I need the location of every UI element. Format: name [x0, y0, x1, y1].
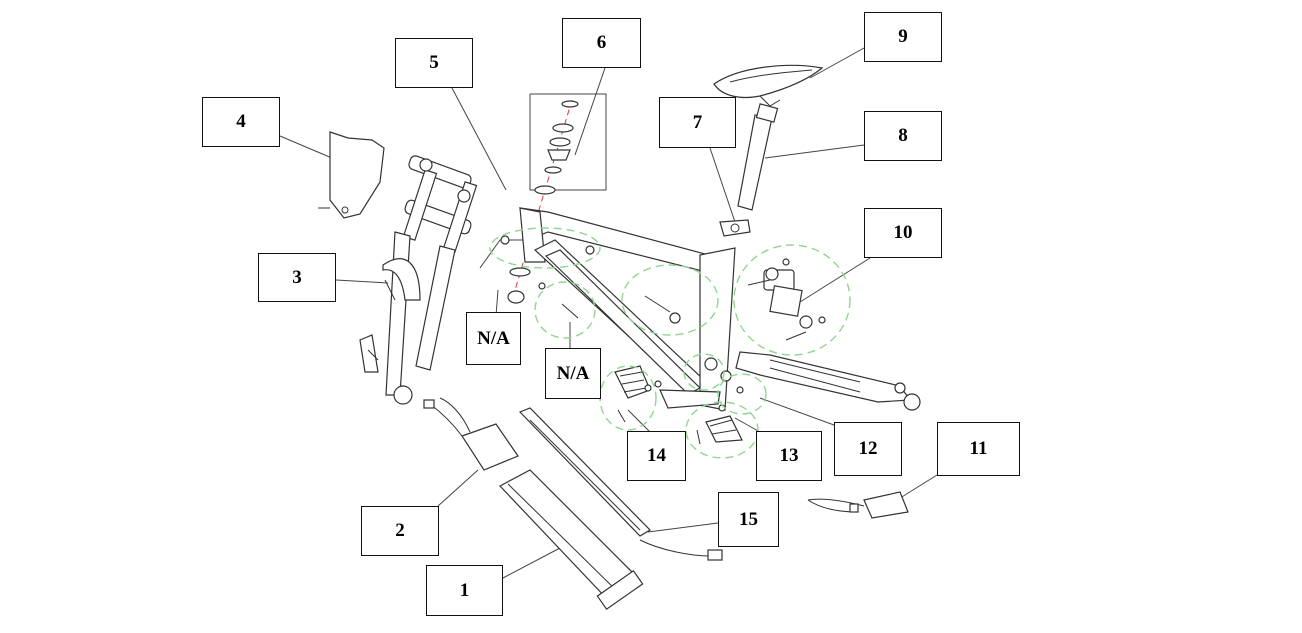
number-plate-part — [318, 131, 385, 219]
callout-label-4[interactable]: 4 — [202, 97, 280, 147]
front-fork-part — [359, 155, 478, 405]
rear-shock-part — [747, 258, 826, 341]
left-pedal-part — [614, 365, 652, 423]
battery-part — [499, 469, 644, 611]
callout-label-na-2[interactable]: N/A — [545, 348, 601, 399]
callout-label-3[interactable]: 3 — [258, 253, 336, 302]
callout-label-15[interactable]: 15 — [718, 492, 779, 547]
callout-label-11[interactable]: 11 — [937, 422, 1020, 476]
seat-clamp-part — [719, 219, 751, 237]
callout-label-10[interactable]: 10 — [864, 208, 942, 258]
leader-lines — [279, 47, 938, 579]
seatpost-part — [737, 103, 779, 211]
callout-label-7[interactable]: 7 — [659, 97, 736, 148]
callout-label-13[interactable]: 13 — [756, 431, 822, 481]
battery-cover-part — [518, 407, 723, 561]
callout-label-1[interactable]: 1 — [426, 565, 503, 616]
headset-stack-part — [479, 93, 607, 304]
callout-label-14[interactable]: 14 — [627, 431, 686, 481]
swingarm-part — [720, 351, 921, 411]
main-frame-part — [500, 207, 736, 411]
saddle-part — [713, 64, 824, 107]
callout-label-6[interactable]: 6 — [562, 18, 641, 68]
callout-label-5[interactable]: 5 — [395, 38, 473, 88]
charger-part — [807, 491, 909, 519]
callout-label-2[interactable]: 2 — [361, 506, 439, 556]
frame-hardware-part — [538, 282, 662, 388]
callout-label-9[interactable]: 9 — [864, 12, 942, 62]
controller-part — [423, 397, 519, 471]
callout-label-8[interactable]: 8 — [864, 111, 942, 161]
callout-label-na-1[interactable]: N/A — [466, 312, 521, 365]
right-pedal-part — [696, 404, 743, 445]
callout-label-12[interactable]: 12 — [834, 422, 902, 476]
